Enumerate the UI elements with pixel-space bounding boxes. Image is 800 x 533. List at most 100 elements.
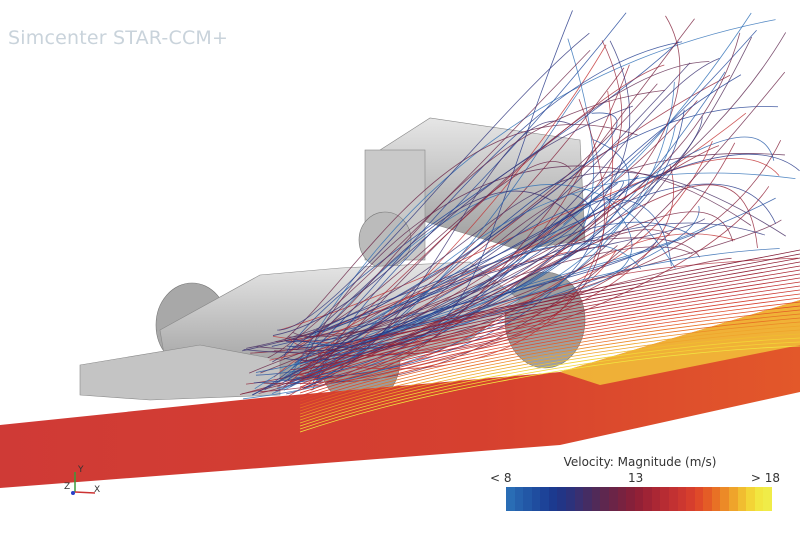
z-axis-icon bbox=[71, 491, 75, 495]
streamline bbox=[315, 40, 623, 380]
x-axis-icon bbox=[74, 491, 96, 494]
colorbar-swatch bbox=[617, 487, 627, 511]
streamline bbox=[291, 184, 676, 370]
streamline bbox=[299, 257, 800, 367]
colorbar-swatch bbox=[583, 487, 592, 511]
streamline bbox=[299, 277, 800, 382]
streamline bbox=[299, 289, 800, 391]
streamline bbox=[309, 29, 757, 339]
colorbar-swatch bbox=[548, 487, 558, 511]
color-legend: Velocity: Magnitude (m/s) < 8 13 > 18 bbox=[490, 455, 790, 515]
streamline bbox=[299, 269, 800, 376]
streamline bbox=[299, 265, 800, 373]
streamline bbox=[299, 341, 800, 430]
streamline bbox=[283, 41, 679, 358]
colorbar-swatch bbox=[763, 487, 772, 511]
colorbar-swatch bbox=[643, 487, 652, 511]
colorbar-swatch bbox=[600, 487, 609, 511]
streamline bbox=[277, 32, 590, 331]
legend-mid-label: 13 bbox=[628, 471, 644, 485]
colorbar-swatch bbox=[703, 487, 712, 511]
streamline bbox=[299, 305, 800, 403]
streamline-sheet-fast bbox=[560, 300, 800, 385]
streamline bbox=[283, 248, 780, 391]
streamline bbox=[299, 321, 800, 415]
colorbar-swatch bbox=[523, 487, 532, 511]
streamline bbox=[317, 71, 786, 383]
colorbar-swatch bbox=[729, 487, 738, 511]
streamline bbox=[252, 41, 683, 396]
streamline bbox=[312, 12, 627, 384]
legend-min-label: < 8 bbox=[490, 471, 512, 485]
streamline bbox=[276, 172, 796, 389]
colorbar-swatch bbox=[566, 487, 575, 511]
y-axis-label: Y bbox=[77, 465, 84, 475]
x-axis-label: X bbox=[94, 485, 100, 495]
streamline bbox=[299, 261, 800, 370]
streamline bbox=[299, 345, 800, 433]
colorbar-swatch bbox=[574, 487, 584, 511]
streamline bbox=[273, 112, 747, 378]
streamline bbox=[303, 120, 573, 388]
streamline bbox=[273, 250, 617, 345]
legend-max-label: > 18 bbox=[750, 471, 780, 485]
streamline bbox=[299, 309, 800, 406]
axis-triad: Y X Z bbox=[64, 465, 100, 495]
streamline bbox=[313, 112, 618, 333]
streamline bbox=[299, 337, 800, 427]
colorbar-swatch bbox=[694, 487, 704, 511]
streamline bbox=[290, 15, 681, 371]
streamline bbox=[299, 281, 800, 385]
streamline bbox=[299, 297, 800, 397]
colorbar-swatch bbox=[514, 487, 524, 511]
colorbar-swatch bbox=[591, 487, 601, 511]
streamline bbox=[295, 198, 672, 360]
streamline bbox=[299, 313, 800, 409]
streamline bbox=[277, 142, 736, 387]
colorbar-swatch bbox=[540, 487, 549, 511]
streamline bbox=[299, 273, 800, 379]
streamline bbox=[264, 197, 776, 391]
colorbar-swatch bbox=[677, 487, 687, 511]
colorbar-swatch bbox=[711, 487, 721, 511]
streamline bbox=[284, 124, 638, 341]
colorbar-swatch bbox=[506, 487, 515, 511]
streamline bbox=[299, 329, 800, 421]
streamline bbox=[243, 57, 720, 353]
streamline bbox=[272, 12, 752, 394]
streamline bbox=[295, 193, 596, 379]
streamline bbox=[299, 333, 800, 424]
z-axis-label: Z bbox=[64, 482, 70, 492]
streamline bbox=[289, 180, 624, 384]
streamline bbox=[299, 253, 800, 364]
colorbar-swatch bbox=[746, 487, 755, 511]
streamline bbox=[272, 105, 633, 336]
streamline bbox=[292, 175, 639, 348]
streamline bbox=[299, 249, 800, 361]
colorbar-swatch bbox=[634, 487, 644, 511]
streamline bbox=[287, 161, 572, 338]
streamline bbox=[311, 124, 676, 346]
colorbar-swatch bbox=[531, 487, 541, 511]
streamline bbox=[299, 285, 800, 388]
legend-title: Velocity: Magnitude (m/s) bbox=[563, 455, 717, 469]
streamline bbox=[299, 293, 800, 394]
colorbar-swatch bbox=[686, 487, 695, 511]
colorbar-swatch bbox=[720, 487, 730, 511]
streamline bbox=[299, 317, 800, 412]
colorbar-swatch bbox=[660, 487, 669, 511]
streamline bbox=[292, 32, 787, 338]
colorbar-swatch bbox=[737, 487, 747, 511]
colorbar-swatch bbox=[651, 487, 661, 511]
streamline bbox=[295, 89, 665, 351]
streamline bbox=[291, 10, 573, 349]
colorbar-swatch bbox=[557, 487, 567, 511]
colorbar-swatch bbox=[626, 487, 635, 511]
streamline bbox=[317, 98, 605, 356]
colorbar-swatch bbox=[608, 487, 618, 511]
front-wing bbox=[79, 344, 281, 401]
streamline bbox=[272, 190, 585, 363]
streamline bbox=[252, 153, 800, 396]
